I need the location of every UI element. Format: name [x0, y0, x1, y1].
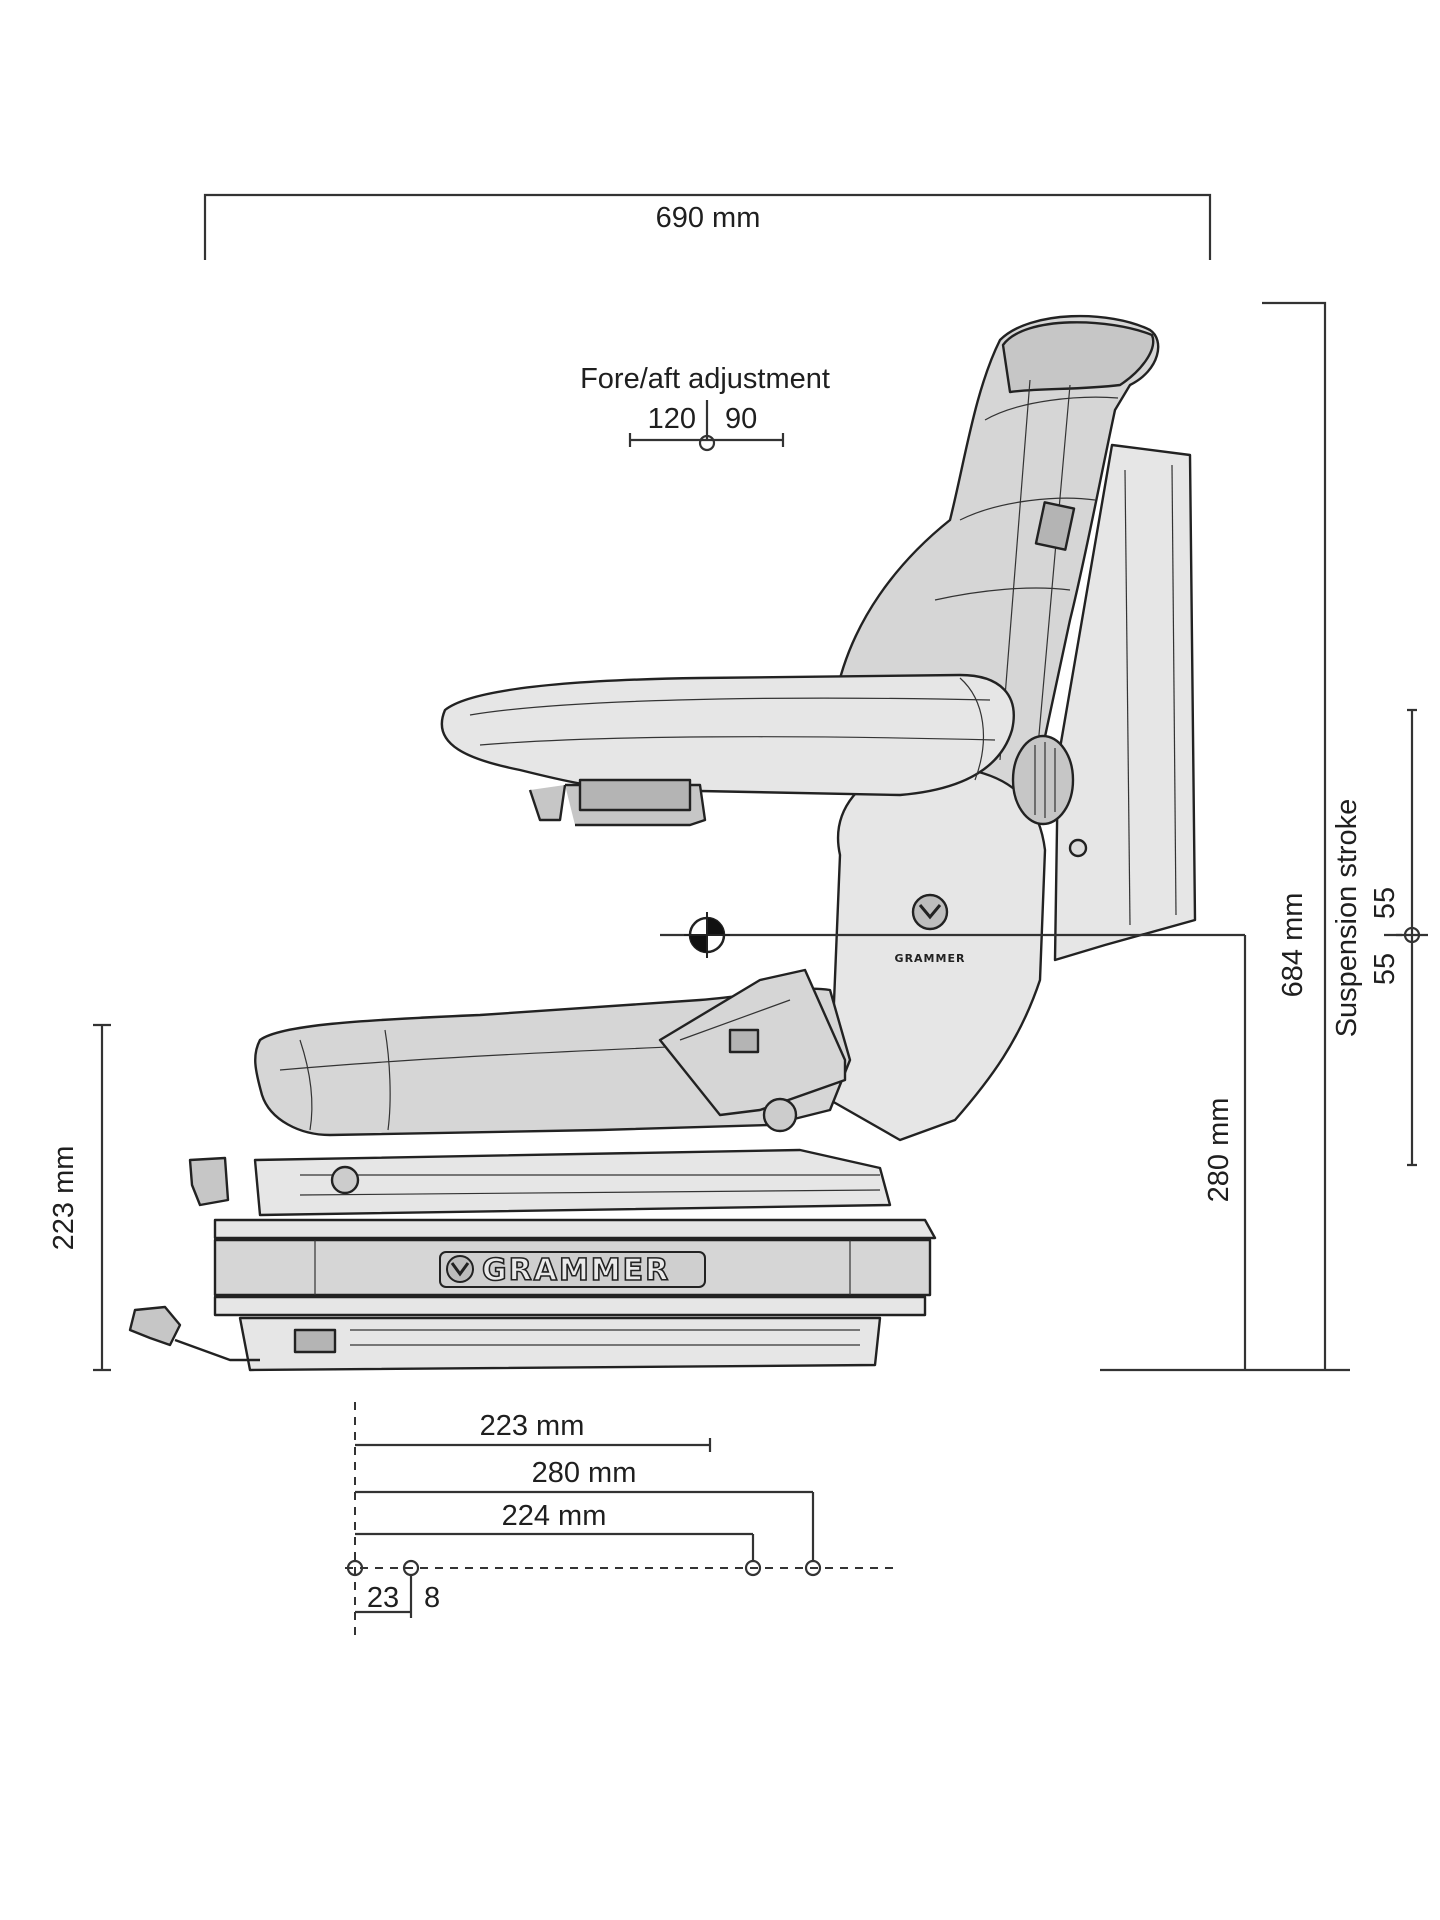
- mount-spacing-1-line: [355, 1438, 712, 1452]
- seat-pan: [253, 1148, 892, 1217]
- mount-spacing-3-line: [355, 1532, 755, 1560]
- fore-aft-left-value: 120: [648, 403, 696, 435]
- seat-height-left-label: 223 mm: [48, 1146, 80, 1251]
- seat-reference-line: [660, 933, 1247, 1370]
- suspension-top: [213, 1218, 937, 1240]
- headrest: [1001, 321, 1155, 394]
- mount-hole-1: [346, 1559, 364, 1577]
- mount-spacing-2-label: 280 mm: [532, 1457, 637, 1489]
- dimension-lines: 690 mm Fore/aft adjustment 120 90 684 mm…: [48, 193, 1428, 1640]
- height-lever: [128, 1305, 182, 1347]
- mount-spacing-3-label: 224 mm: [502, 1500, 607, 1532]
- side-cover: [828, 758, 1047, 1142]
- base-frame: [238, 1316, 882, 1372]
- seat-reference-point-icon: [684, 912, 730, 958]
- fore-aft-title: Fore/aft adjustment: [580, 363, 830, 395]
- suspension-title: Suspension stroke: [1331, 799, 1363, 1038]
- hole-offset-line: [355, 1575, 413, 1618]
- seat-height-right-label: 280 mm: [1203, 1098, 1235, 1203]
- armrest: [440, 673, 1015, 797]
- side-cover-logo: GRAMMER: [895, 952, 966, 965]
- suspension-upper-value: 55: [1369, 887, 1401, 919]
- lumbar-knob: [1011, 734, 1075, 826]
- suspension-bottom: [213, 1295, 927, 1317]
- width-dimension-line: [203, 193, 1212, 260]
- hole-offset-a-label: 23: [367, 1582, 399, 1614]
- fore-aft-right-value: 90: [725, 403, 757, 435]
- mount-spacing-2-line: [355, 1490, 815, 1560]
- fore-aft-lever: [188, 1156, 230, 1207]
- mount-hole-3: [744, 1559, 762, 1577]
- suspension-lower-value: 55: [1369, 953, 1401, 985]
- seat-illustration: GRAMMER GR: [128, 314, 1197, 1372]
- fore-aft-reference-icon: [698, 434, 716, 452]
- fore-aft-dimension-line: [628, 400, 785, 447]
- seat-height-left-line: [93, 1023, 111, 1372]
- brand-logo-text: GRAMMER: [482, 1253, 670, 1288]
- width-label: 690 mm: [656, 202, 761, 234]
- brand-logo-plate: [439, 1251, 706, 1288]
- mount-hole-4: [804, 1559, 822, 1577]
- brand-logo-icon: [446, 1255, 474, 1283]
- suspension-stroke-line: [1407, 708, 1417, 1167]
- height-label: 684 mm: [1277, 893, 1309, 998]
- hole-offset-b-label: 8: [424, 1582, 440, 1614]
- height-dimension-line: [1100, 301, 1350, 1372]
- mount-spacing-1-label: 223 mm: [480, 1410, 585, 1442]
- grammer-logo-emblem: [911, 893, 949, 931]
